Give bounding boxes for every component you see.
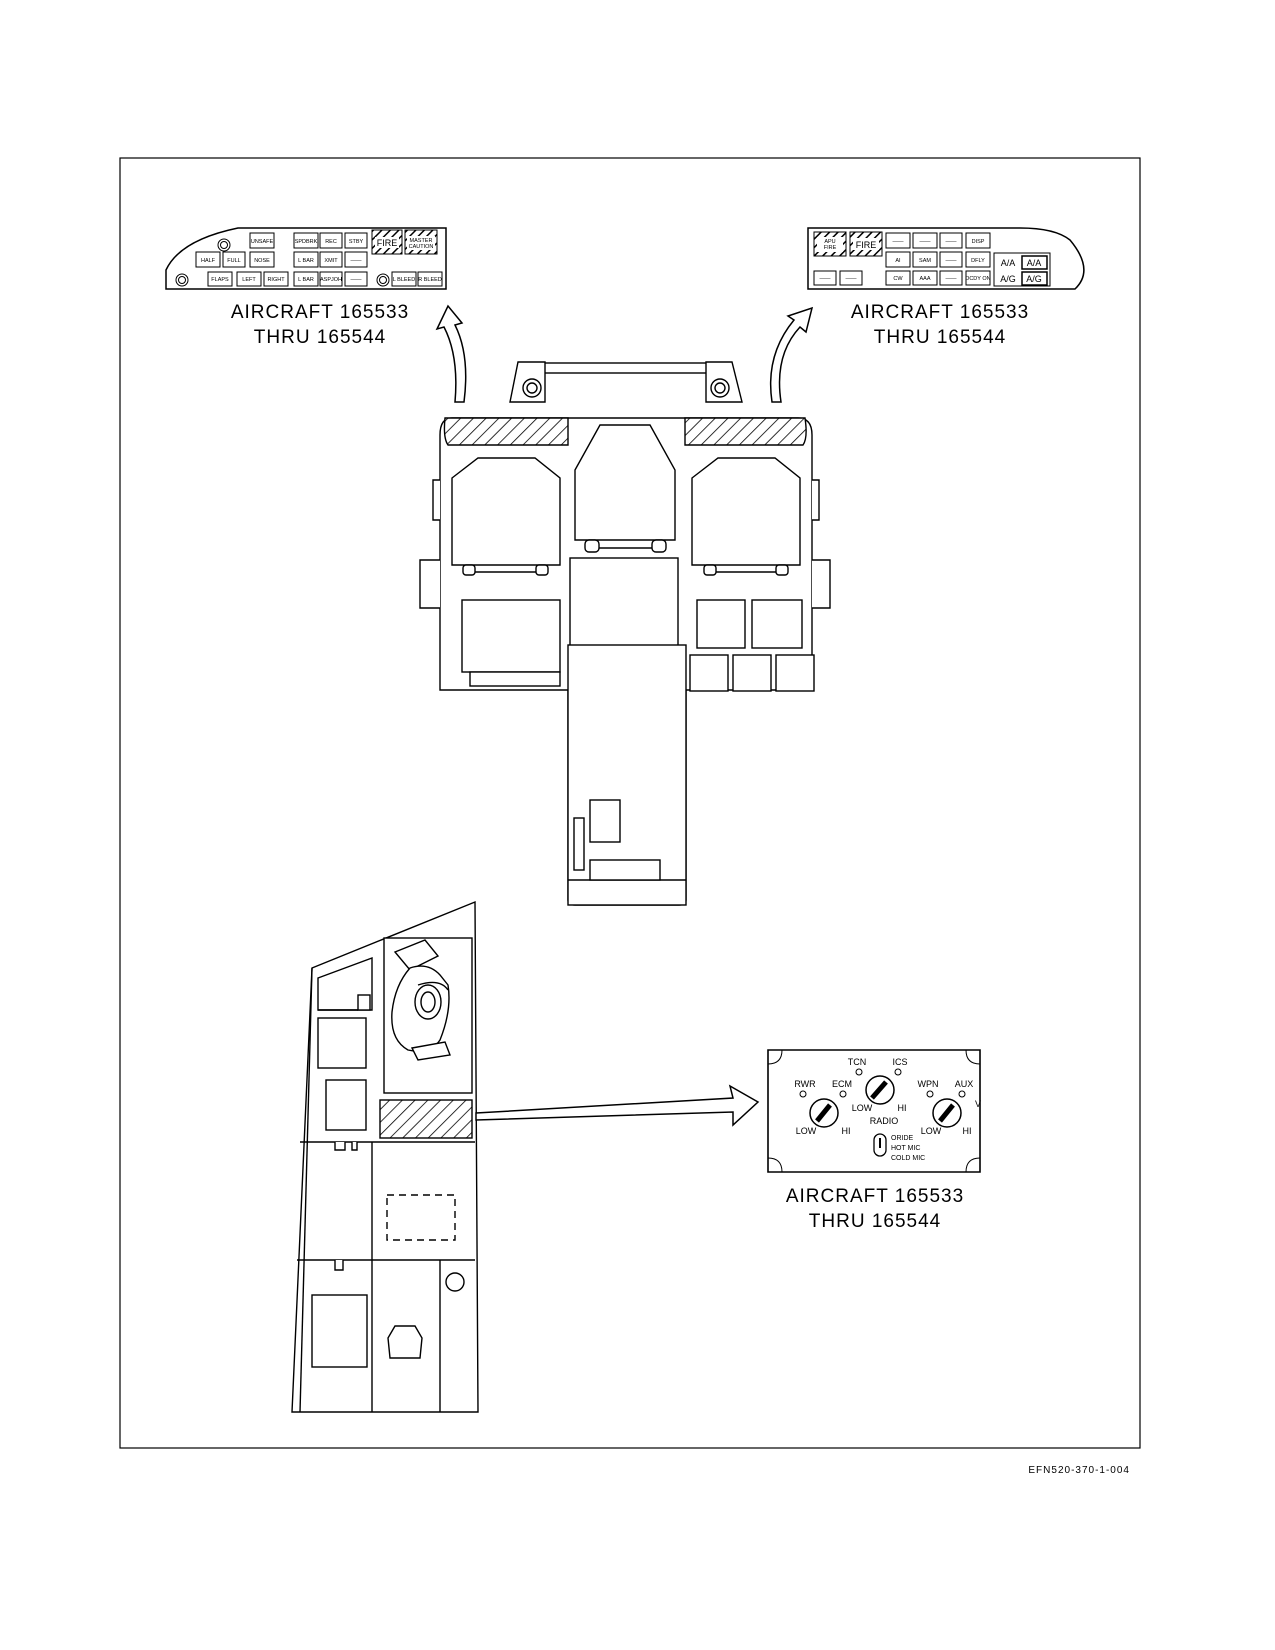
indicator-aux (958, 1090, 966, 1098)
btn-blank-r7: —— (946, 276, 958, 282)
label-hi-1: HI (898, 1103, 907, 1113)
comm-control-panel: TCN ICS LOW HI RWR ECM LOW HI WPN AUX V … (767, 1049, 981, 1173)
indicator-ecm (839, 1090, 847, 1098)
btn-dfly: DFLY (971, 258, 985, 264)
label-aux: AUX (955, 1079, 974, 1089)
btn-lbar-2: L BAR (298, 277, 314, 283)
label-hi-3: HI (963, 1126, 972, 1136)
label-v: V (975, 1099, 981, 1109)
btn-half: HALF (201, 258, 216, 264)
btn-aa: A/A (1027, 258, 1042, 268)
indicator-rwr (799, 1090, 807, 1098)
btn-blank-2: —— (351, 277, 363, 283)
callout-arrow-right (769, 306, 814, 403)
btn-lbleed: L BLEED (393, 277, 415, 283)
indicator-wpn (926, 1090, 934, 1098)
right-panel-caption-line2: THRU 165544 (874, 327, 1006, 348)
callout-arrow-left (435, 304, 467, 403)
left-panel-location-hatch (443, 417, 569, 446)
label-low-3: LOW (921, 1126, 942, 1136)
btn-fire-right: FIRE (856, 240, 877, 250)
comm-panel-caption-line1: AIRCRAFT 165533 (786, 1186, 964, 1207)
btn-dcdy-on: DCDY ON (965, 276, 990, 282)
label-low-1: LOW (852, 1103, 873, 1113)
callout-arrow-comm (475, 1084, 760, 1127)
btn-ag: A/G (1026, 274, 1042, 284)
btn-left: LEFT (242, 277, 256, 283)
btn-blank-r1: —— (893, 239, 905, 245)
right-panel-location-hatch (684, 417, 807, 446)
btn-blank-1: —— (351, 258, 363, 264)
indicator-tcn (855, 1068, 863, 1076)
right-warning-panel: APU FIRE FIRE —— —— —— DISP AI SAM —— DF… (807, 227, 1085, 290)
label-ag-left: A/G (1000, 274, 1016, 284)
label-tcn: TCN (848, 1057, 867, 1067)
label-ecm: ECM (832, 1079, 852, 1089)
label-rwr: RWR (794, 1079, 816, 1089)
btn-blank-r2: —— (920, 239, 932, 245)
btn-flaps: FLAPS (211, 277, 229, 283)
btn-blank-r4: —— (946, 258, 958, 264)
comm-panel-caption-line2: THRU 165544 (809, 1211, 941, 1232)
left-panel-caption-line1: AIRCRAFT 165533 (231, 302, 409, 323)
label-hi-2: HI (842, 1126, 851, 1136)
btn-ai: AI (895, 258, 901, 264)
btn-fire: FIRE (377, 238, 398, 248)
left-warning-panel: UNSAFE SPDBRK REC STBY FIRE MASTER CAUTI… (165, 227, 447, 290)
btn-full: FULL (227, 258, 240, 264)
btn-lbar-1: L BAR (298, 258, 314, 264)
cockpit-top-view (419, 361, 831, 906)
btn-sam: SAM (919, 258, 931, 264)
btn-rec: REC (325, 239, 337, 245)
btn-cw: CW (893, 276, 903, 282)
btn-unsafe: UNSAFE (251, 239, 274, 245)
apu-fire-line2: FIRE (824, 245, 837, 251)
apu-fire-line1: APU (824, 239, 835, 245)
label-low-2: LOW (796, 1126, 817, 1136)
btn-blank-r6: —— (846, 276, 858, 282)
btn-rbleed: R BLEED (418, 277, 442, 283)
label-aa-left: A/A (1001, 258, 1016, 268)
btn-stby: STBY (349, 239, 364, 245)
btn-disp: DISP (972, 239, 985, 245)
btn-xmit: XMIT (324, 258, 338, 264)
figure-id: EFN520-370-1-004 (1028, 1465, 1130, 1476)
figure-frame (119, 157, 1141, 1449)
comm-panel-location-hatch (379, 1099, 473, 1139)
label-radio: RADIO (870, 1116, 899, 1126)
master-caution-line1: MASTER (410, 238, 433, 244)
btn-nose: NOSE (254, 258, 270, 264)
left-panel-caption-line2: THRU 165544 (254, 327, 386, 348)
label-oride: ORIDE (891, 1135, 914, 1142)
label-wpn: WPN (918, 1079, 939, 1089)
indicator-ics (894, 1068, 902, 1076)
label-cold-mic: COLD MIC (891, 1155, 925, 1162)
btn-blank-r5: —— (820, 276, 832, 282)
btn-aspjoh: ASPJOH (320, 277, 342, 283)
right-panel-caption-line1: AIRCRAFT 165533 (851, 302, 1029, 323)
btn-right: RIGHT (267, 277, 285, 283)
btn-blank-r3: —— (946, 239, 958, 245)
left-console-side-view (291, 900, 479, 1413)
master-caution-line2: CAUTION (409, 244, 434, 250)
btn-spdbrk: SPDBRK (295, 239, 318, 245)
label-ics: ICS (892, 1057, 907, 1067)
btn-aaa: AAA (919, 276, 930, 282)
label-hot-mic: HOT MIC (891, 1145, 920, 1152)
